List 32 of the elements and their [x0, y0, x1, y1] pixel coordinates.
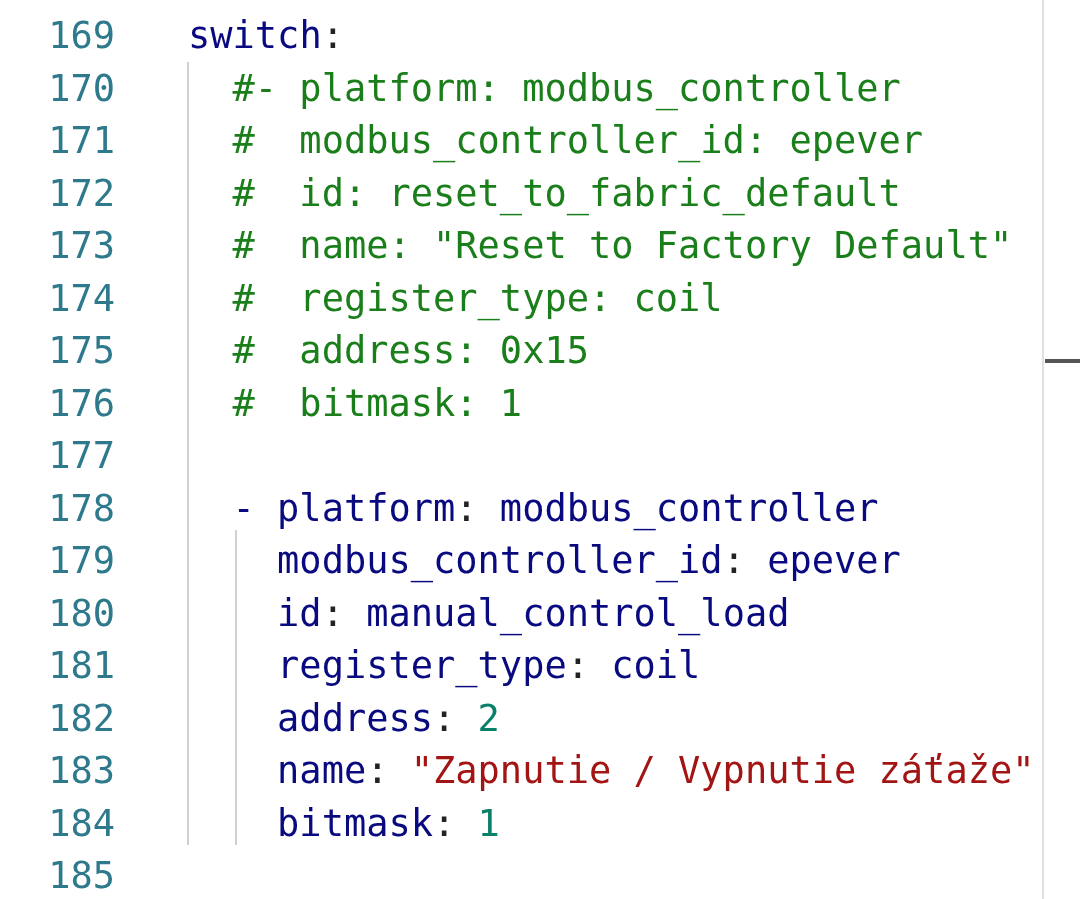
line-number: 180 [48, 591, 115, 636]
code-line: register_type: coil [277, 644, 701, 688]
code-line: name: "Zapnutie / Vypnutie záťaže" [277, 749, 1035, 793]
line-number: 182 [48, 696, 115, 741]
line-number: 172 [48, 171, 115, 216]
code-line: # name: "Reset to Factory Default" [232, 224, 1013, 268]
code-line: - platform: modbus_controller [232, 486, 879, 531]
code-line: modbus_controller_id: epever [277, 539, 901, 583]
code-line: # register_type: coil [232, 276, 723, 321]
code-line: switch: [188, 14, 344, 58]
line-number: 176 [48, 381, 115, 426]
line-number: 184 [48, 801, 115, 846]
code-line: #- platform: modbus_controller [232, 66, 901, 111]
line-number: 179 [48, 539, 115, 583]
line-number: 177 [48, 434, 115, 478]
line-number: 183 [48, 749, 115, 793]
line-number: 169 [48, 14, 115, 58]
code-line: # modbus_controller_id: epever [232, 119, 924, 163]
line-number: 174 [48, 276, 115, 321]
line-number: 175 [48, 329, 115, 373]
line-number: 178 [48, 486, 115, 531]
code-line: address: 2 [277, 696, 500, 741]
code-line: id: manual_control_load [277, 591, 790, 636]
code-line: # address: 0x15 [232, 329, 589, 373]
line-number: 173 [48, 224, 115, 268]
code-line: # bitmask: 1 [232, 381, 523, 426]
line-number: 181 [48, 644, 115, 688]
line-number: 171 [48, 119, 115, 163]
line-number: 170 [48, 66, 115, 111]
line-number: 185 [48, 854, 115, 898]
code-line: bitmask: 1 [277, 801, 500, 846]
code-line: # id: reset_to_fabric_default [232, 171, 901, 216]
